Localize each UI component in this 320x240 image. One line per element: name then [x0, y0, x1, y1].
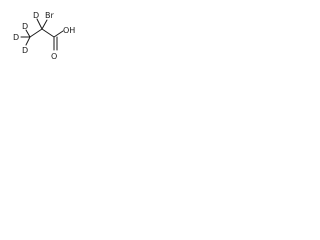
bonds — [20, 18, 64, 51]
chemical-structure: Br D D D D O OH — [13, 11, 75, 61]
bond-carboxyl-carbon-hydroxyl — [53, 30, 64, 38]
atom-label-oxygen-carbonyl: O — [51, 52, 57, 61]
atom-label-hydroxyl: OH — [63, 26, 75, 35]
bond-alpha-carbon-methyl-carbon — [29, 28, 43, 38]
bond-methyl-deuterium-top — [25, 29, 31, 38]
atom-label-deuterium-methyl-bottom: D — [22, 46, 28, 55]
bond-methyl-deuterium-bottom — [25, 36, 31, 46]
atom-labels: Br D D D D O OH — [13, 11, 75, 61]
atom-label-deuterium-alpha: D — [33, 11, 39, 20]
atom-label-bromine: Br — [45, 11, 54, 20]
bond-alpha-carbon-carboxyl-carbon — [41, 28, 55, 38]
bond-alpha-carbon-deuterium — [36, 18, 43, 30]
atom-label-deuterium-methyl-left: D — [13, 33, 19, 42]
bond-alpha-carbon-bromine — [41, 19, 48, 30]
atom-label-deuterium-methyl-top: D — [22, 22, 28, 31]
